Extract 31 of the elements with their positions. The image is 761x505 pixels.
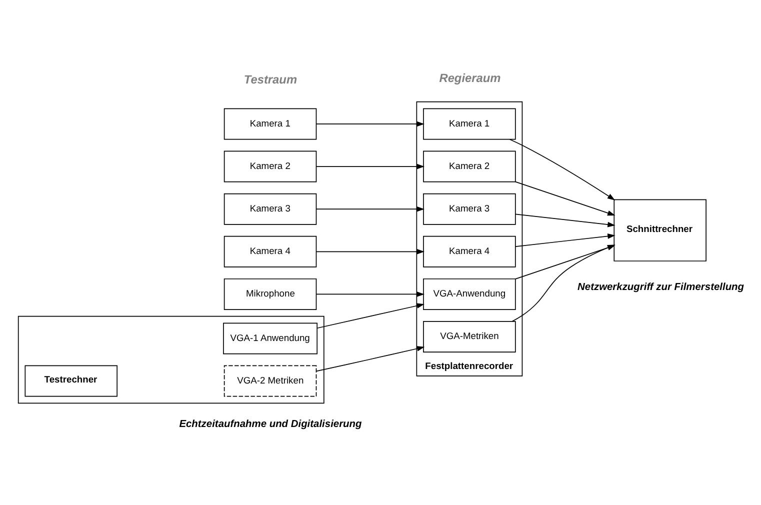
node-box: Kamera 1	[224, 108, 317, 140]
arrow	[316, 121, 424, 127]
arrow	[316, 346, 425, 372]
arrow	[316, 248, 424, 254]
arrow	[316, 292, 424, 297]
node-box: VGA-Metriken	[423, 321, 516, 352]
arrow	[316, 164, 424, 170]
arrow	[515, 214, 616, 228]
label: Echtzeitaufnahme und Digitalisierung	[179, 419, 362, 430]
node-box: Schnittrechner	[614, 199, 706, 262]
node-box: Kamera 4	[224, 236, 317, 268]
node-box: Kamera 3	[224, 193, 317, 225]
node-box: Kamera 2	[423, 150, 516, 182]
node-box: Kamera 4	[423, 236, 516, 268]
cluster	[18, 316, 324, 404]
arrow	[509, 138, 616, 200]
label: Regieraum	[439, 71, 501, 86]
node-box: Testrechner	[24, 365, 118, 397]
node-box: Kamera 1	[423, 108, 516, 140]
label: Netzwerkzugriff zur Filmerstellung	[578, 282, 744, 294]
node-box: Mikrophone	[224, 278, 317, 310]
label: Testraum	[244, 72, 298, 87]
node-box: Kamera 3	[423, 193, 516, 225]
arrow	[515, 234, 616, 247]
arrow	[515, 181, 616, 216]
node-box: VGA-1 Anwendung	[223, 322, 318, 354]
node-box: VGA-Anwendung	[423, 278, 516, 310]
arrow	[316, 303, 424, 329]
arrow	[316, 206, 424, 212]
node-box: Kamera 2	[224, 150, 317, 182]
node-box: VGA-2 Metriken	[224, 365, 317, 397]
